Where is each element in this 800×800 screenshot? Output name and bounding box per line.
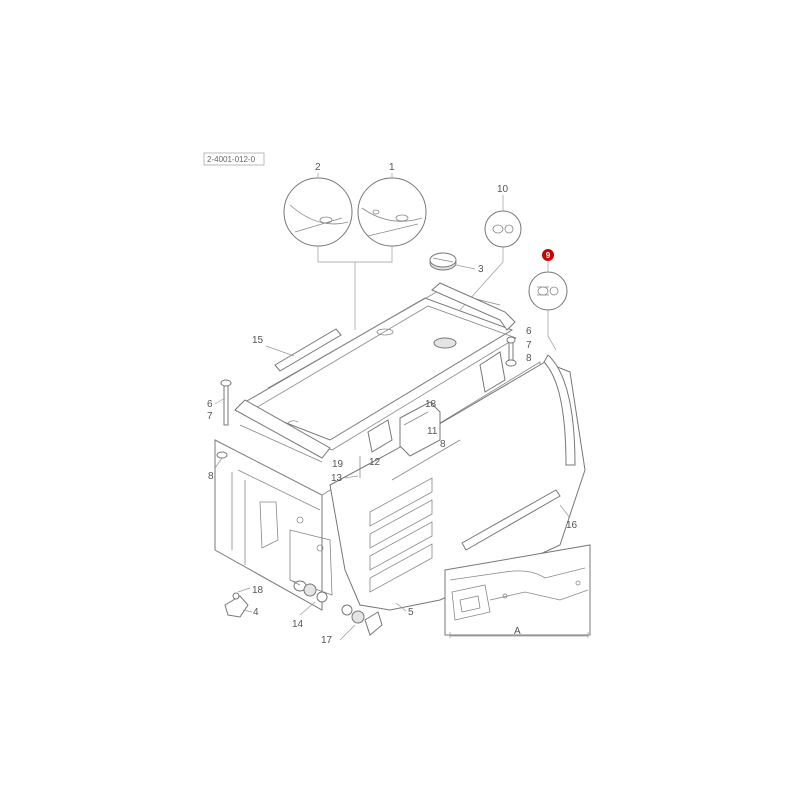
callout-18-bottom: 18: [252, 585, 264, 596]
side-panel: [329, 361, 586, 611]
detail-bracket: [317, 246, 393, 263]
callout-7-left: 7: [207, 411, 213, 422]
washer-set: [289, 579, 383, 636]
reference-code-box: 2-4001-012-0: [203, 152, 265, 166]
callout-10: 10: [497, 184, 509, 195]
callout-16: 16: [566, 520, 578, 531]
callout-1: 1: [389, 162, 395, 173]
callout-17: 17: [321, 635, 333, 646]
callout-6-right: 6: [526, 326, 532, 337]
detail-circle-10: [484, 210, 522, 248]
clip-assembly: [224, 592, 249, 618]
hose-16: [461, 489, 561, 551]
callout-18-top: 18: [425, 399, 437, 410]
rubber-strip-15: [274, 328, 342, 372]
bolt-set-left: [216, 379, 232, 459]
callout-14: 14: [292, 619, 304, 630]
callout-labels: 2 1 10 3 15 6 7 8 6 7 8 18 11 8 19 12 13…: [207, 162, 578, 646]
highlight-badge-9: 9: [542, 249, 554, 261]
callout-8-right: 8: [526, 353, 532, 364]
inner-bracket: [359, 351, 506, 478]
callout-8-mid: 8: [440, 439, 446, 450]
callout-4: 4: [253, 607, 259, 618]
bolt-set-right: [505, 336, 517, 367]
callout-7-right: 7: [526, 340, 532, 351]
detail-circle-2: [283, 177, 353, 247]
reference-code: 2-4001-012-0: [207, 155, 256, 164]
callout-8-left: 8: [208, 471, 214, 482]
filler-cap: [429, 252, 457, 271]
edge-seal: [543, 354, 576, 466]
callout-13: 13: [331, 473, 343, 484]
detail-circle-9: [528, 271, 568, 311]
detail-view-a: [444, 544, 591, 638]
callout-19: 19: [332, 459, 344, 470]
callout-6-left: 6: [207, 399, 213, 410]
callout-2: 2: [315, 162, 321, 173]
callout-12: 12: [369, 457, 381, 468]
callout-5: 5: [408, 607, 414, 618]
detail-circle-1: [357, 177, 427, 247]
callout-9: 9: [546, 251, 551, 260]
callout-11: 11: [427, 426, 438, 437]
dimension-label-a: A: [514, 626, 521, 637]
rear-seal-strip: [431, 282, 516, 331]
front-seal-strip: [234, 399, 331, 459]
callout-15: 15: [252, 335, 264, 346]
callout-3: 3: [478, 264, 484, 275]
